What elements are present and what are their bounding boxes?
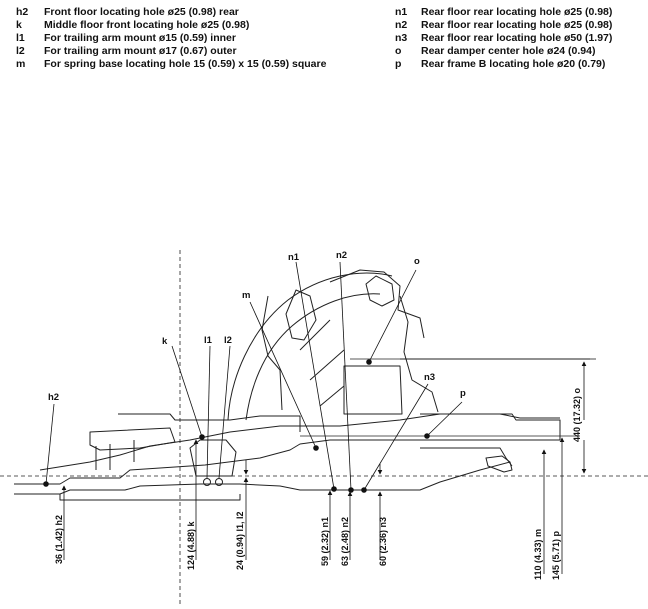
legend-desc: Rear floor rear locating hole ø25 (0.98) — [421, 19, 613, 31]
legend-code: o — [395, 45, 402, 57]
legend-desc: Rear damper center hole ø24 (0.94) — [421, 45, 596, 57]
label-k: k — [162, 336, 168, 347]
damper-box — [343, 365, 403, 415]
legend-desc: Front floor locating hole ø25 (0.98) rea… — [44, 6, 239, 18]
point-label-group: h2 k l1 l2 m n1 n2 n3 o p — [48, 250, 466, 403]
dim-text-m: 110 (4.33) m — [533, 529, 543, 580]
dim-text-k: 124 (4.88) k — [186, 520, 196, 570]
front-crossmember — [89, 427, 176, 451]
legend-item-k: k Middle floor front locating hole ø25 (0… — [16, 19, 376, 32]
leader-l2 — [218, 345, 231, 479]
rear-frame-upper — [420, 413, 561, 440]
trailing-arm-hole-outer — [215, 478, 223, 486]
leader-m — [249, 301, 317, 449]
dimension-lines — [61, 358, 596, 574]
label-n3: n3 — [424, 372, 435, 383]
tower-top — [329, 269, 425, 339]
dim-text-p: 145 (5.71) p — [551, 530, 561, 580]
legend-desc: For spring base locating hole 15 (0.59) … — [44, 58, 327, 70]
dimension-label-group: 36 (1.42) h2 124 (4.88) k 24 (0.94) l1, … — [54, 387, 582, 580]
trailing-arm-hole-inner — [203, 478, 211, 486]
dim-text-o: 440 (17.32) o — [572, 387, 582, 442]
legend-left: h2 Front floor locating hole ø25 (0.98) r… — [16, 6, 376, 71]
label-h2: h2 — [48, 392, 59, 403]
legend-item-l1: l1 For trailing arm mount ø15 (0.59) inne… — [16, 32, 376, 45]
label-n1: n1 — [288, 252, 300, 263]
leader-n2 — [339, 261, 352, 491]
legend-code: h2 — [16, 6, 29, 18]
leader-h2 — [45, 403, 55, 485]
leader-p — [426, 401, 463, 437]
tower-brace — [285, 289, 317, 341]
wheelhouse-inner — [245, 293, 381, 421]
floor-panel-lower — [14, 461, 511, 495]
dim-text-n3: 60 (2.36) n3 — [378, 517, 388, 566]
legend-item-p: p Rear frame B locating hole ø20 (0.79) — [395, 58, 645, 71]
legend-desc: For trailing arm mount ø15 (0.59) inner — [44, 32, 236, 44]
legend-code: l2 — [16, 45, 25, 57]
label-l1: l1 — [204, 335, 213, 346]
leader-n3 — [363, 383, 429, 491]
front-bracket — [95, 440, 135, 470]
dim-text-n1: 59 (2.32) n1 — [320, 517, 330, 566]
label-o: o — [414, 256, 420, 267]
floor-side-sill — [59, 494, 241, 501]
body-outline — [14, 269, 561, 501]
legend-desc: Middle floor front locating hole ø25 (0.… — [44, 19, 250, 31]
tower-ribs — [299, 319, 345, 407]
measuring-points — [43, 359, 430, 493]
tower-upper-block — [365, 275, 395, 307]
legend-code: m — [16, 58, 26, 70]
legend-code: n2 — [395, 19, 408, 31]
legend-item-h2: h2 Front floor locating hole ø25 (0.98) r… — [16, 6, 376, 19]
dim-text-l: 24 (0.94) l1, l2 — [235, 511, 245, 570]
reference-lines — [0, 250, 648, 605]
tower-right-wall — [399, 295, 439, 413]
legend-code: l1 — [16, 32, 25, 44]
legend-code: n1 — [395, 6, 408, 18]
legend-item-n1: n1 Rear floor rear locating hole ø25 (0.9… — [395, 6, 645, 19]
trailing-arm-bracket — [189, 439, 237, 477]
legend-code: n3 — [395, 32, 408, 44]
legend-item-n2: n2 Rear floor rear locating hole ø25 (0.9… — [395, 19, 645, 32]
label-p: p — [460, 388, 466, 399]
leader-n1 — [295, 261, 335, 490]
rear-frame-lower — [420, 447, 513, 467]
label-n2: n2 — [336, 250, 347, 261]
label-l2: l2 — [224, 335, 232, 346]
leader-l1 — [206, 345, 211, 479]
legend-desc: For trailing arm mount ø17 (0.67) outer — [44, 45, 237, 57]
wheelhouse-arch — [227, 272, 393, 421]
legend-code: k — [16, 19, 22, 31]
leader-k — [171, 345, 203, 438]
legend-desc: Rear floor rear locating hole ø50 (1.97) — [421, 32, 613, 44]
label-m: m — [242, 290, 250, 301]
leader-lines — [45, 261, 463, 491]
rear-bumper-mount — [485, 455, 513, 473]
legend-desc: Rear floor rear locating hole ø25 (0.98) — [421, 6, 613, 18]
dim-text-n2: 63 (2.48) n2 — [340, 517, 350, 566]
legend-item-m: m For spring base locating hole 15 (0.59)… — [16, 58, 376, 71]
legend-item-n3: n3 Rear floor rear locating hole ø50 (1.9… — [395, 32, 645, 45]
legend-item-o: o Rear damper center hole ø24 (0.94) — [395, 45, 645, 58]
legend-code: p — [395, 58, 402, 70]
middle-floor-box — [118, 413, 301, 432]
leader-o — [368, 269, 417, 363]
legend-desc: Rear frame B locating hole ø20 (0.79) — [421, 58, 606, 70]
tower-left-wall — [261, 295, 283, 411]
dim-text-h2: 36 (1.42) h2 — [54, 515, 64, 564]
legend-item-l2: l2 For trailing arm mount ø17 (0.67) oute… — [16, 45, 376, 58]
front-floor-rail — [14, 439, 560, 485]
